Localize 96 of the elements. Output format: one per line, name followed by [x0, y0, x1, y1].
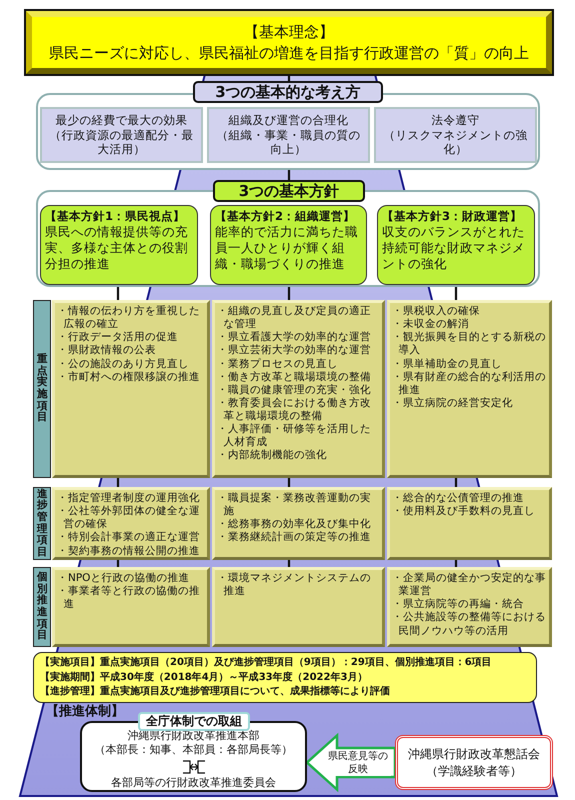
connector-line [288, 478, 290, 487]
policy-box [377, 205, 535, 285]
council-name: 沖縄県行財政改革懇話会 [408, 746, 540, 762]
list-item: ・NPOと行政の協働の推進 [57, 572, 190, 585]
table-cell [52, 487, 210, 560]
principle-title: 法令遵守 [432, 112, 480, 128]
principle-box [374, 107, 537, 163]
principle-box [207, 107, 370, 163]
list-item: ・県立病院等の再編・統合 [392, 598, 525, 611]
list-item: ・公共施設等の整備等における民間ノウハウ等の活用 [392, 611, 547, 638]
policy-heading: 【基本方針3：財政運営】 [382, 209, 524, 224]
list-item: ・契約事務の情報公開の推進 [57, 544, 201, 558]
statement: 県民ニーズに対応し、県民福祉の増進を目指す行政運営の「質」の向上 [49, 42, 529, 63]
list-item: ・公の施設のあり方見直し [57, 358, 190, 371]
list-item: ・事業者等と行政の協働の推進 [57, 585, 201, 612]
council-box [395, 735, 553, 790]
principle-note: （組織・事業・職員の質の向上） [216, 128, 362, 158]
list-item: ・県有財産の総合的な利活用の推進 [392, 370, 547, 397]
list-item: ・使用料及び手数料の見直し [392, 505, 536, 518]
note-line: 【実施期間】平成30年度（2018年4月）～平成33年度（2022年3月） [40, 670, 368, 684]
council-note: （学識経験者等） [426, 762, 522, 779]
connector-line [454, 285, 458, 300]
list-item: ・環境マネジメントシステムの推進 [217, 572, 372, 598]
list-item: ・業務プロセスの見直し [217, 358, 339, 371]
list-item: ・公社等外郭団体の健全な運営の確保 [57, 505, 201, 531]
row-heading-text: 進捗管理項目 [36, 488, 48, 558]
table-cell [212, 300, 385, 478]
list-item: ・情報の伝わり方を重視した広報の確立 [57, 305, 201, 332]
list-item: ・県立病院の経営安定化 [392, 396, 514, 410]
table-cell [52, 567, 210, 647]
list-item: ・教育委員会における働き方改革と職場環境の整備 [217, 396, 372, 423]
list-item: ・県単補助金の見直し [392, 358, 503, 371]
row-heading-text: 重点実施項目 [36, 354, 48, 424]
principle-box [40, 107, 203, 163]
connector-line [454, 478, 458, 487]
row-heading [33, 300, 51, 478]
organization-name: 各部局等の行財政改革推進委員会 [111, 776, 276, 790]
note-line: 【実施項目】重点実施項目（20項目）及び進捗管理項目（9項目）：29項目、個別推進項目：6項目 [40, 656, 493, 670]
note-box [33, 652, 537, 703]
list-item: ・県立看護大学の効率的な運営 [217, 331, 372, 344]
connector-line [454, 560, 458, 567]
connector-line [288, 560, 290, 567]
section-tab: 3つの基本方針 [213, 180, 365, 202]
section-label: 【推進体制】 [46, 703, 124, 720]
edge-label: 県民意見等の反映 [325, 750, 391, 776]
table-cell [387, 567, 552, 647]
principle-title: 最少の経費で最大の効果 [56, 112, 188, 128]
list-item: ・人事評価・研修等を活用した人材育成 [217, 423, 372, 449]
list-item: ・県財政情報の公表 [57, 344, 157, 358]
table-cell [387, 487, 552, 560]
list-item: ・指定管理者制度の運用強化 [57, 492, 201, 505]
policy-text: 能率的で活力に満ちた職員一人ひとりが輝く組織・職場づくりの推進 [215, 224, 359, 273]
list-item: ・職員提案・業務改善運動の実施 [217, 492, 372, 518]
list-item: ・内部統制機能の強化 [217, 449, 328, 462]
policy-box [40, 205, 198, 285]
row-heading [33, 567, 51, 647]
table-cell [212, 567, 385, 647]
table-cell [387, 300, 552, 478]
policy-text: 収支のバランスがとれた持続可能な財政マネジメントの強化 [382, 224, 526, 273]
principle-title: 組織及び運営の合理化 [228, 112, 348, 128]
heading: 【基本理念】 [244, 22, 334, 42]
policy-heading: 【基本方針2：組織運営】 [215, 209, 356, 224]
list-item: ・組織の見直し及び定員の適正な管理 [217, 305, 372, 331]
connector-line [116, 285, 120, 300]
section-tab [138, 712, 250, 731]
list-item: ・市町村への権限移譲の推進 [57, 370, 201, 384]
table-cell [52, 300, 210, 478]
list-item: ・働き方改革と職場環境の整備 [217, 370, 372, 384]
list-item: ・総務事務の効率化及び集中化 [217, 518, 372, 531]
list-item: ・総合的な公債管理の推進 [392, 492, 525, 505]
connector-line [116, 478, 120, 487]
table-cell [212, 487, 385, 560]
policy-heading: 【基本方針1：県民視点】 [45, 209, 186, 224]
section-tab: 3つの基本的な考え方 [193, 81, 383, 103]
list-item: ・職員の健康管理の充実・強化 [217, 384, 372, 397]
connector-line [116, 560, 120, 567]
note-line: 【進捗管理】重点実施項目及び進捗管理項目について、成果指標等により評価 [40, 685, 391, 699]
organization-note: （本部長：知事、本部員：各部局長等） [94, 743, 292, 758]
list-item: ・県税収入の確保 [392, 305, 481, 318]
list-item: ・行政データ活用の促進 [57, 331, 179, 344]
principle-note: （行政資源の最適配分・最大活用） [48, 128, 194, 158]
principle-note: （リスクマネジメントの強化） [382, 128, 528, 158]
list-item: ・特別会計事業の適正な運営 [57, 531, 201, 544]
list-item: ・観光振興を目的とする新税の導入 [392, 331, 547, 358]
tab-heading: 全庁体制での取組 [145, 714, 243, 729]
banner-box [26, 11, 552, 74]
list-item: ・企業局の健全かつ安定的な事業運営 [392, 572, 547, 598]
row-heading [33, 487, 51, 560]
connector-line [288, 170, 290, 180]
policy-text: 県民への情報提供等の充実、多様な主体との役割分担の推進 [45, 224, 189, 273]
list-item: ・業務継続計画の策定等の推進 [217, 531, 372, 544]
connector-line [288, 285, 290, 300]
row-heading-text: 個別推進項目 [36, 572, 48, 642]
list-item: ・県立芸術大学の効率的な運営 [217, 344, 372, 358]
policy-box [210, 205, 367, 285]
list-item: ・未収金の解消 [392, 318, 470, 331]
